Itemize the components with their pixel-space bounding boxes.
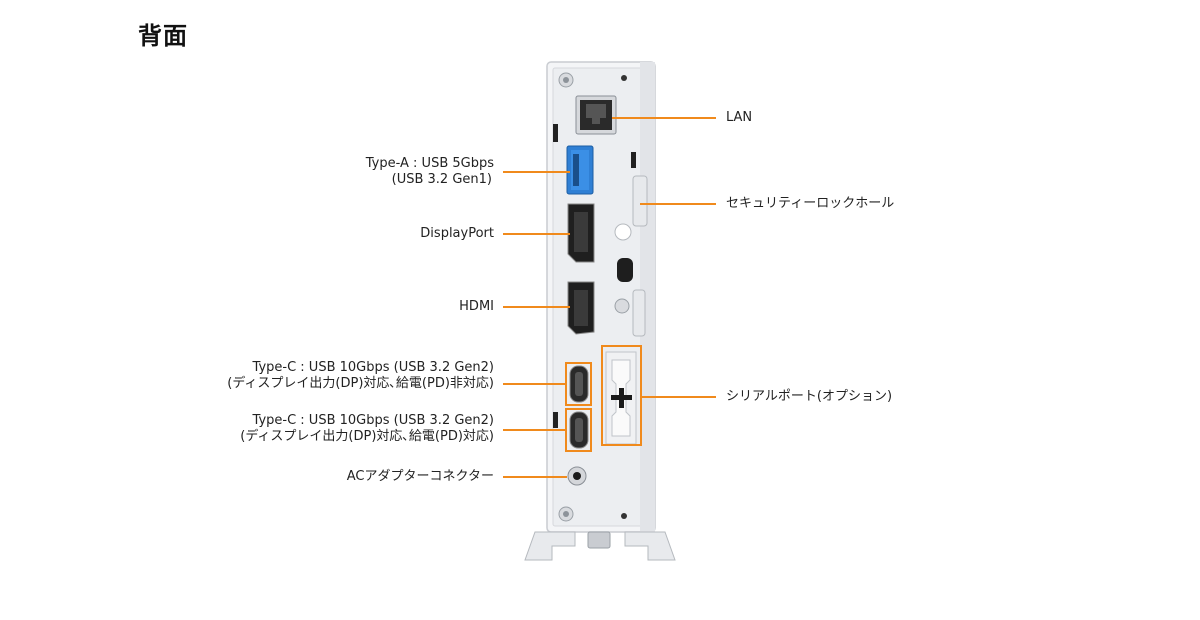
security-lock-label: セキュリティーロックホール [726, 196, 895, 211]
hdmi-leader [503, 306, 570, 308]
type-c-2-label: Type-C : USB 10Gbps (USB 3.2 Gen2) (ディスプ… [240, 413, 494, 445]
displayport-label: DisplayPort [420, 226, 494, 241]
security-leader [640, 203, 716, 205]
ac-leader [503, 476, 567, 478]
type-c-1-leader [503, 383, 565, 385]
type-a-leader [503, 171, 570, 173]
hdmi-label: HDMI [459, 299, 494, 314]
page-title: 背面 [138, 22, 188, 50]
lan-label: LAN [726, 110, 753, 125]
type-c-1-label: Type-C : USB 10Gbps (USB 3.2 Gen2) (ディスプ… [227, 360, 494, 392]
type-a-label-line2: (USB 3.2 Gen1) [391, 172, 492, 187]
type-a-label: Type-A : USB 5Gbps (USB 3.2 Gen1) [366, 156, 494, 188]
type-c-2-label-line1: Type-C : USB 10Gbps (USB 3.2 Gen2) [252, 413, 494, 428]
serial-port-highlight [601, 345, 642, 446]
type-c-2-label-line2: (ディスプレイ出力(DP)対応､給電(PD)対応) [240, 429, 494, 444]
type-c-1-label-line2: (ディスプレイ出力(DP)対応､給電(PD)非対応) [227, 376, 494, 391]
displayport-leader [503, 233, 570, 235]
type-c-1-label-line1: Type-C : USB 10Gbps (USB 3.2 Gen2) [252, 360, 494, 375]
type-c-1-highlight [565, 362, 592, 406]
ac-adapter-label: ACアダプターコネクター [346, 469, 494, 484]
lan-leader [612, 117, 716, 119]
type-c-2-highlight [565, 408, 592, 452]
serial-leader [642, 396, 716, 398]
type-c-2-leader [503, 429, 565, 431]
type-a-label-line1: Type-A : USB 5Gbps [365, 156, 494, 171]
serial-port-label: シリアルポート(オプション) [726, 389, 893, 404]
